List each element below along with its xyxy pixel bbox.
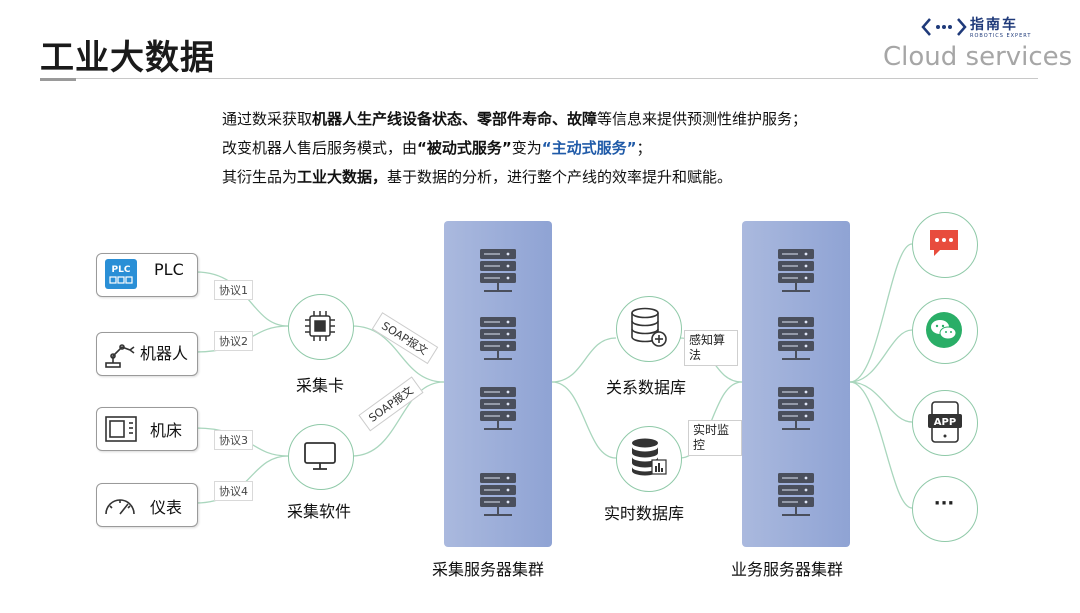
source-label-robot: 机器人 [140,344,189,363]
protocol-label-1: 协议1 [214,280,253,300]
collect-server-icon-1 [480,249,516,292]
app-node-wechat [912,298,978,364]
source-label-machine: 机床 [150,421,183,440]
collect-server-icon-3 [480,387,516,430]
logo-subtext: ROBOTICS EXPERT [970,33,1032,39]
svg-text:APP: APP [934,417,956,428]
wechat-icon [926,312,962,348]
business-server-icon-3 [778,387,814,430]
svg-text:PLC: PLC [112,265,131,275]
intro-line-3: 其衍生品为工业大数据，基于数据的分析，进行整个产线的效率提升和赋能。 [222,168,733,186]
db-label-relational: 关系数据库 [606,378,687,397]
db-node-realtime [616,426,682,492]
source-box-machine [96,407,198,451]
section-subtitle: Cloud services [883,42,1073,72]
page-title: 工业大数据 [40,38,215,78]
robot-arm-icon [105,344,135,368]
message-icon [930,230,958,256]
chip-icon [305,311,335,341]
source-label-gauge: 仪表 [150,498,183,517]
business-server-icon-4 [778,473,814,516]
collect-server-stack [480,249,516,516]
db-label-realtime: 实时数据库 [604,504,685,523]
database-realtime-icon [632,438,667,476]
algo-label-monitor: 实时监控 [688,420,742,456]
db-node-relational [616,296,682,362]
protocol-label-2: 协议2 [214,331,253,351]
source-box-gauge [96,483,198,527]
app-icon: APP [928,401,962,443]
collector-node-software [288,424,354,490]
more-icon: ··· [933,493,955,514]
collect-cluster-label: 采集服务器集群 [432,560,545,579]
collector-label-software: 采集软件 [287,502,352,521]
gauge-icon [105,499,135,515]
business-server-icon-1 [778,249,814,292]
logo-name: 指南车 [970,17,1018,33]
collect-server-icon-2 [480,317,516,360]
business-server-icon-2 [778,317,814,360]
source-label-plc: PLC [154,260,184,279]
database-plus-icon [631,307,667,347]
monitor-icon [304,442,336,470]
protocol-label-3: 协议3 [214,430,253,450]
machine-tool-icon [105,416,137,442]
collector-label-card: 采集卡 [296,376,345,395]
title-divider-accent [40,78,76,81]
collect-server-icon-4 [480,473,516,516]
title-divider [40,78,1038,79]
app-node-more [912,476,978,542]
business-server-stack [778,249,814,516]
intro-line-2: 改变机器人售后服务模式，由“被动式服务”变为“主动式服务”； [222,139,652,157]
protocol-label-4: 协议4 [214,481,253,501]
plc-icon: PLC [105,259,137,289]
intro-line-1: 通过数采获取机器人生产线设备状态、零部件寿命、故障等信息来提供预测性维护服务； [222,110,808,128]
logo-icon [921,18,967,36]
algo-label-perception: 感知算法 [684,330,738,366]
business-cluster-label: 业务服务器集群 [731,560,844,579]
